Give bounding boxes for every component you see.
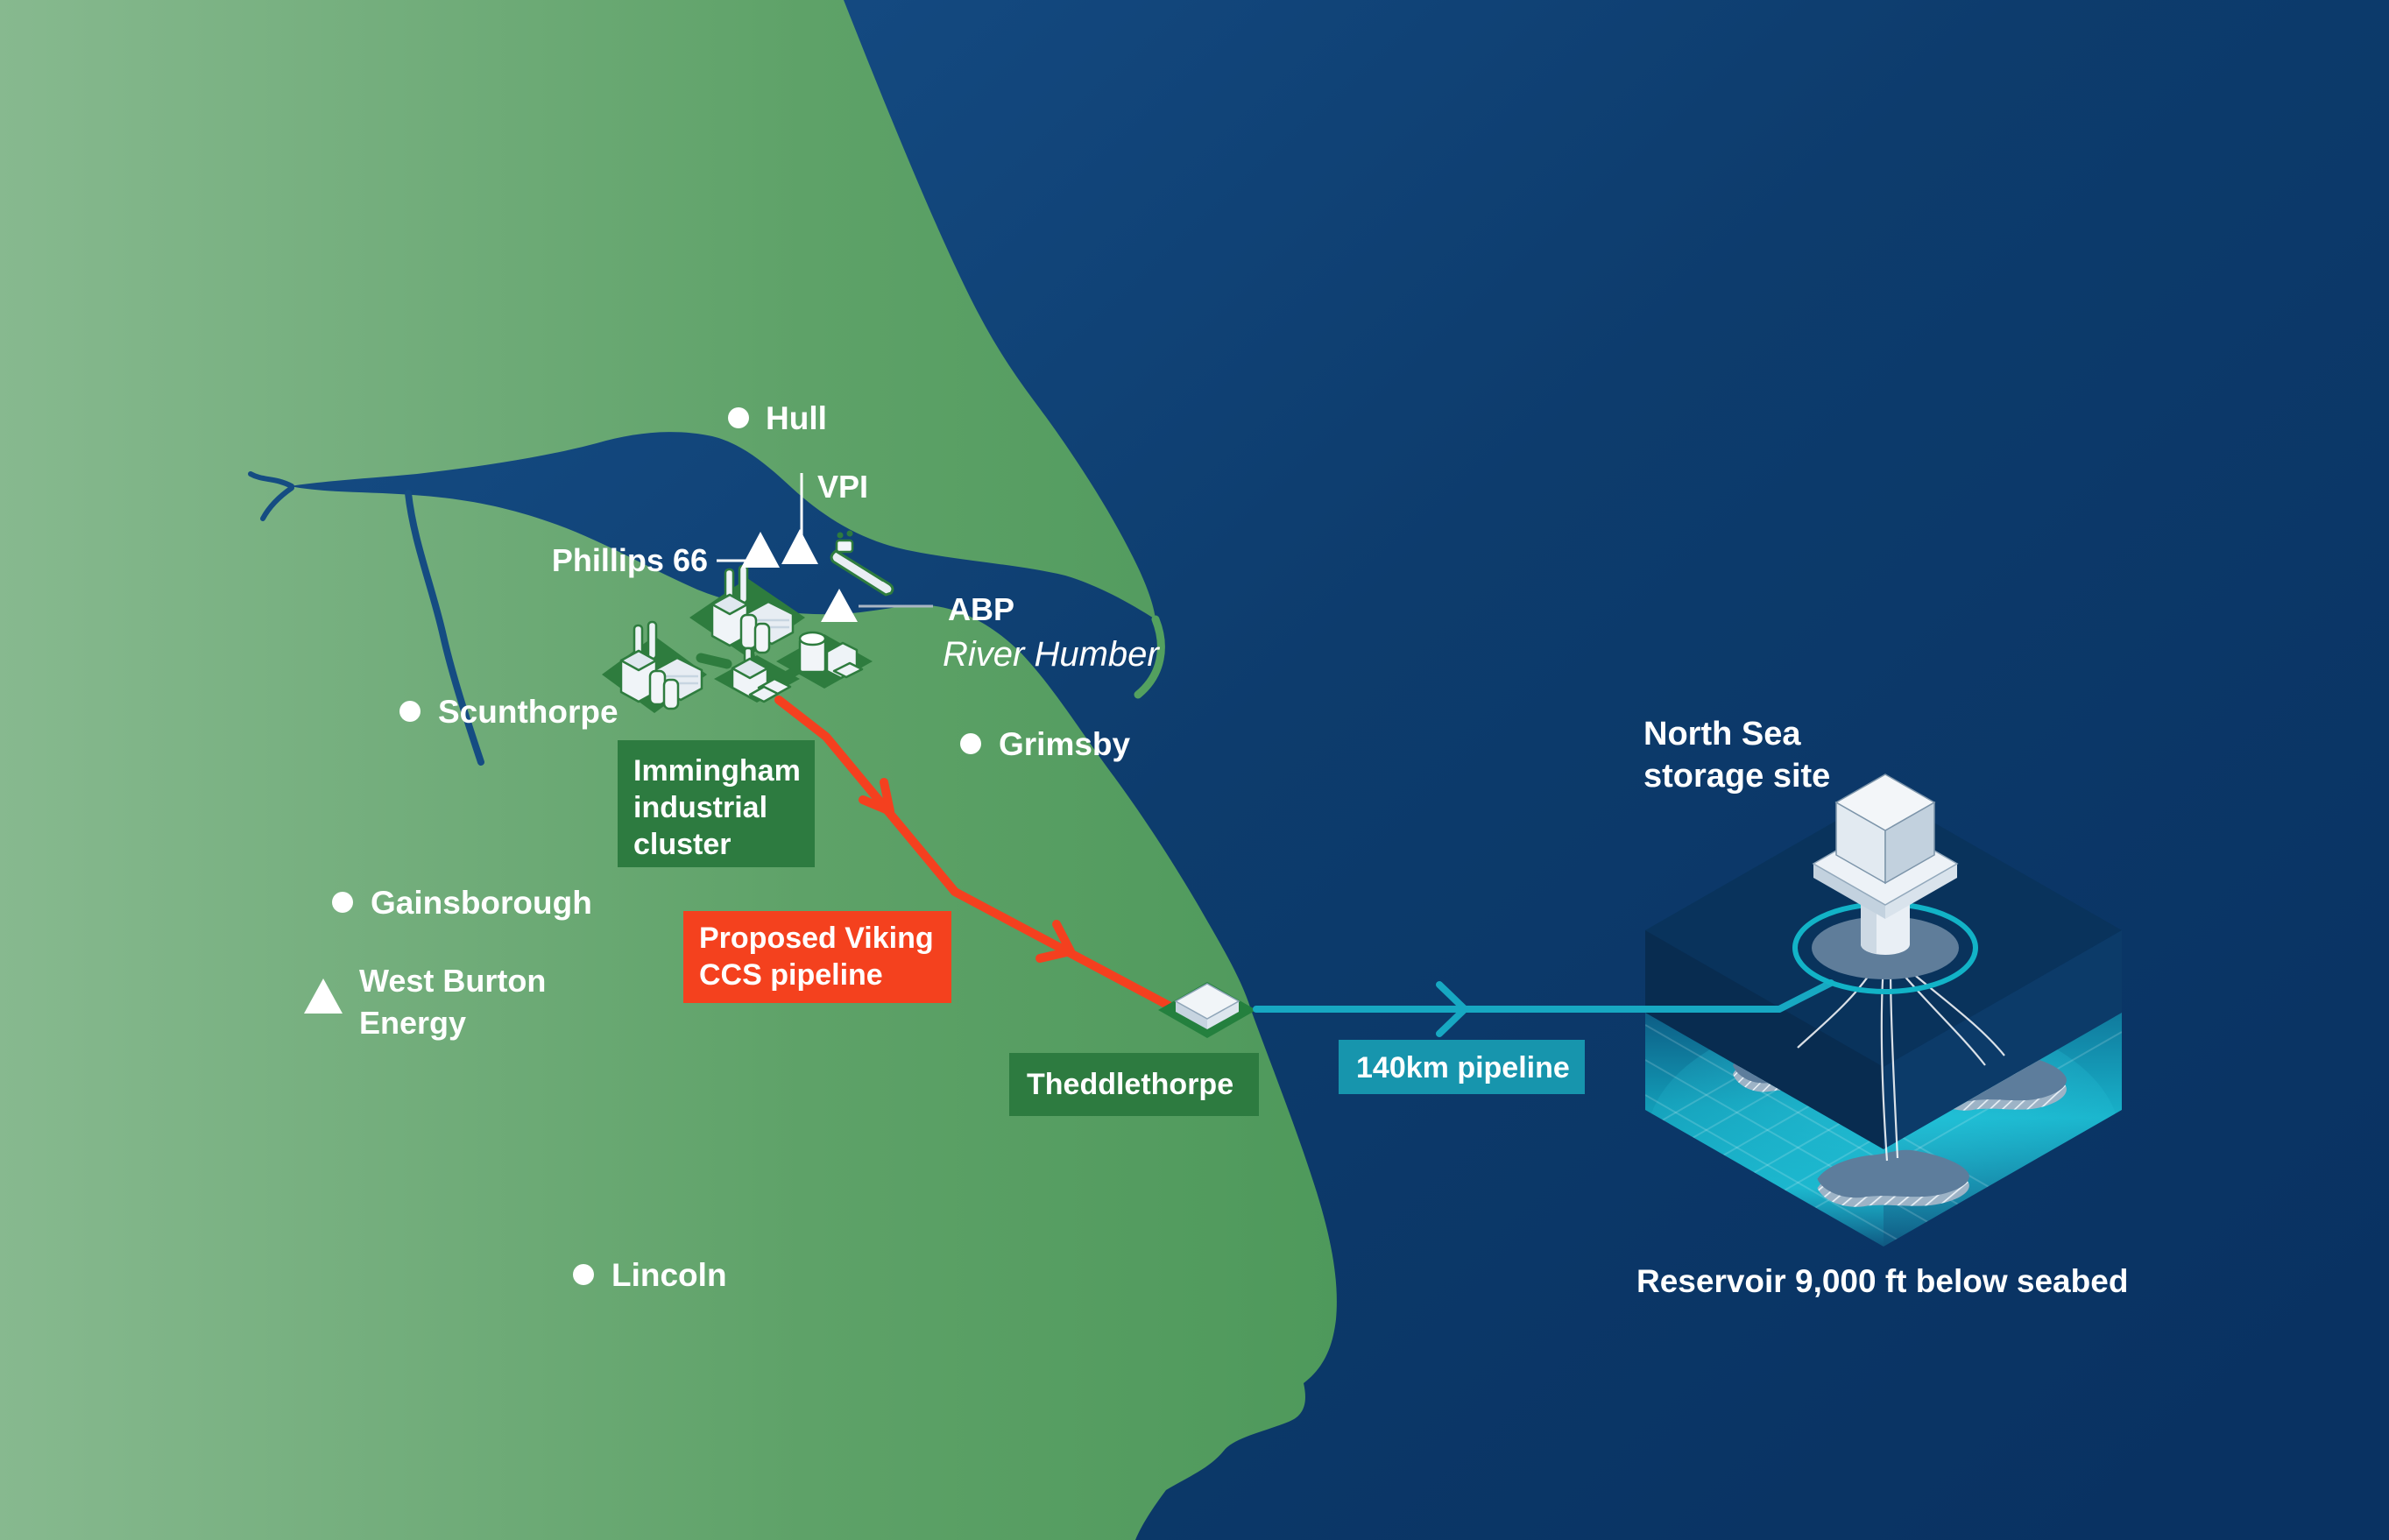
ship-mast-dot-2 (846, 530, 853, 537)
ship-hull (830, 549, 894, 597)
tank (739, 613, 758, 650)
dot-icon (332, 892, 353, 913)
arrow-icon (859, 778, 894, 816)
viking-ccs-pipeline-route (774, 696, 1177, 1012)
ship-icon (830, 530, 894, 597)
spurn-point-spit (1134, 615, 1165, 699)
pipeline-teal-path (1253, 979, 1834, 1013)
works-roof (731, 657, 769, 680)
city-label-scunthorpe: Scunthorpe (438, 694, 618, 730)
immingham-line2: industrial (633, 791, 767, 824)
viking-line1: Proposed Viking (699, 922, 934, 955)
pad-right (1885, 864, 1957, 919)
callout-theddlethorpe-text: Theddlethorpe (1027, 1068, 1233, 1101)
industrial-cluster-icon (602, 564, 873, 713)
terminal-slab-right (1207, 1001, 1239, 1029)
triangle-icon (741, 532, 780, 568)
reservoir-caption: Reservoir 9,000 ft below seabed (1636, 1263, 2128, 1299)
flat-store (748, 685, 780, 703)
reservoir-blob (1817, 1149, 1969, 1207)
facility-label-abp: ABP (948, 591, 1014, 627)
viking-line2: CCS pipeline (699, 958, 883, 992)
terminal-slab-left (1176, 1001, 1207, 1029)
callout-viking-text: Proposed Viking CCS pipeline (699, 922, 942, 992)
facility-label-vpi: VPI (817, 469, 868, 505)
seabed-slab-left (1645, 930, 1884, 1149)
ship-mast-dot-1 (837, 532, 844, 539)
river-label: River Humber (943, 635, 1160, 674)
callout-theddlethorpe: Theddlethorpe (1009, 1053, 1259, 1116)
callout-140km-text: 140km pipeline (1356, 1051, 1570, 1084)
chimney (738, 564, 749, 604)
factory-hall-roof (710, 593, 749, 616)
city-label-gainsborough: Gainsborough (371, 885, 592, 921)
ship-superstructure (835, 539, 854, 554)
immingham-line3: cluster (633, 828, 732, 861)
facility-label-west-burton: West Burton Energy (359, 963, 555, 1041)
triangle-icon (821, 589, 858, 622)
city-label-lincoln: Lincoln (611, 1257, 727, 1293)
dot-icon (960, 733, 981, 754)
callout-140km-pipeline: 140km pipeline (1339, 1040, 1585, 1094)
river-creek-upper (248, 471, 294, 489)
triangle-icon (781, 529, 818, 564)
theddlethorpe-terminal-icon (1158, 982, 1256, 1038)
dot-icon (399, 701, 421, 722)
storage-site-title: North Sea storage site (1643, 716, 1830, 795)
callout-box (683, 911, 951, 1003)
triangle-icon (304, 978, 343, 1014)
tank (648, 669, 667, 706)
west-burton-line2: Energy (359, 1005, 466, 1041)
facility-label-phillips66: Phillips 66 (552, 542, 708, 578)
arrow-icon (1035, 920, 1075, 963)
callout-viking-pipeline: Proposed Viking CCS pipeline (683, 911, 951, 1003)
small-works-icon (731, 646, 792, 703)
pad-left (1813, 864, 1885, 919)
big-tank-top (798, 631, 827, 646)
city-markers: Hull Scunthorpe Grimsby Gainsborough Lin… (332, 400, 1131, 1293)
immingham-line1: Immingham (633, 754, 801, 788)
factory-icon (710, 564, 795, 654)
facility-markers: Phillips 66 VPI ABP River Humber West Bu… (304, 469, 1160, 1041)
arrow-icon (1436, 981, 1468, 1037)
tank (753, 622, 771, 654)
callout-box (1009, 1053, 1259, 1116)
storage-title-line1: North Sea (1643, 716, 1801, 752)
topside-top (1834, 774, 1936, 831)
river-tributaries (248, 471, 484, 766)
seabed-slab-right (1884, 930, 2122, 1149)
callout-immingham-text: Immingham industrial cluster (633, 754, 809, 861)
river-trent-tributary (405, 490, 484, 766)
storage-title-line2: storage site (1643, 758, 1830, 795)
offshore-platform-icon (1812, 774, 1959, 955)
factory-icon (619, 620, 703, 710)
callout-box (1339, 1040, 1585, 1094)
road-1 (696, 653, 732, 669)
west-burton-line1: West Burton (359, 963, 546, 999)
terminal-slab-top (1174, 983, 1240, 1020)
chimney (647, 620, 658, 661)
dot-icon (573, 1264, 594, 1285)
city-label-hull: Hull (766, 400, 827, 436)
factory-hall-roof (619, 649, 658, 672)
callout-immingham: Immingham industrial cluster (618, 740, 815, 867)
river-creek-lower (260, 485, 294, 521)
dot-icon (728, 407, 749, 428)
callout-box (618, 740, 815, 867)
offshore-pipeline-route (1253, 979, 1834, 1037)
city-label-grimsby: Grimsby (999, 726, 1131, 762)
tank-farm-icon (798, 631, 864, 680)
ship-deck-line (842, 554, 884, 583)
tank-slab (832, 661, 864, 679)
tank (662, 678, 680, 710)
